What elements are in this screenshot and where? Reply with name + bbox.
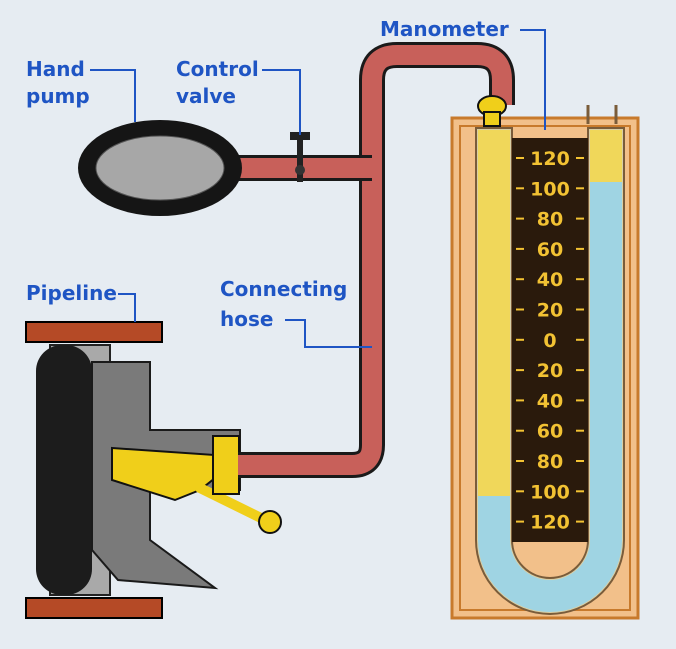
scale-label: 80 <box>537 209 563 231</box>
scale-label: 20 <box>537 360 563 382</box>
control-valve-leader <box>262 69 301 135</box>
scale-label: 120 <box>530 512 570 534</box>
control-valve-stem <box>297 140 303 182</box>
pipeline-gasket <box>36 345 92 595</box>
manometer-label: Manometer <box>380 17 509 41</box>
scale-label: 80 <box>537 451 563 473</box>
control-valve-label-line1: Control <box>176 57 259 81</box>
scale-label: 60 <box>537 239 563 261</box>
right-fluid-column <box>590 182 622 542</box>
leader-lines <box>90 29 546 348</box>
tap-connector <box>212 435 240 495</box>
control-valve-label-line2: valve <box>176 84 236 108</box>
u-bend-fluid <box>478 540 622 612</box>
pipeline-leader <box>118 293 136 322</box>
labels: Hand pump Control valve Manometer Pipeli… <box>26 17 509 331</box>
scale-label: 20 <box>537 300 563 322</box>
scale-label: 0 <box>543 330 556 352</box>
connecting-hose-leader <box>285 319 372 348</box>
scale-label: 60 <box>537 421 563 443</box>
manometer: 120 100 80 60 40 20 0 20 40 60 80 100 120 <box>450 95 640 620</box>
connecting-hose-label-line1: Connecting <box>220 277 347 301</box>
manometer-leader <box>520 29 546 130</box>
control-valve-handle <box>290 132 310 140</box>
hand-pump-label-line1: Hand <box>26 57 85 81</box>
hand-pump-leader <box>90 69 136 122</box>
pipeline <box>25 321 282 619</box>
hand-pump-window <box>95 135 225 201</box>
scale-label: 40 <box>537 269 563 291</box>
pipeline-bottom-wall <box>25 597 163 619</box>
hoses <box>232 42 515 478</box>
connecting-hose-label-line2: hose <box>220 307 273 331</box>
scale-label: 100 <box>530 481 570 503</box>
tap-lever-knob <box>258 510 282 534</box>
hand-pump-label-line2: pump <box>26 84 90 108</box>
scale-label: 40 <box>537 390 563 412</box>
pipeline-label: Pipeline <box>26 281 117 305</box>
pipeline-top-wall <box>25 321 163 343</box>
left-fluid-column <box>478 496 510 542</box>
hand-pump <box>78 120 242 216</box>
control-valve <box>290 132 310 182</box>
tap-lever <box>195 483 270 525</box>
scale-label: 100 <box>530 178 570 200</box>
scale-board <box>512 138 588 542</box>
scale-label: 120 <box>530 148 570 170</box>
scale-ticks: 120 100 80 60 40 20 0 20 40 60 80 100 120 <box>516 148 584 534</box>
